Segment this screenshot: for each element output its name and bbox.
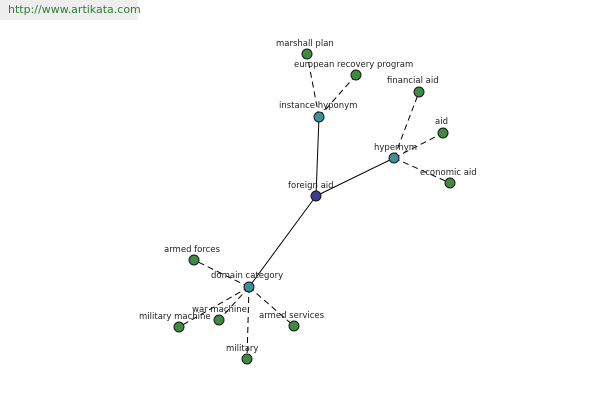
label-military-machine[interactable]: military machine: [139, 312, 211, 322]
label-economic-aid[interactable]: economic aid: [420, 168, 477, 178]
node-economic-aid[interactable]: [444, 177, 456, 189]
edge-hypernym-financial-aid: [393, 91, 420, 159]
node-instance-hyponym[interactable]: [313, 111, 325, 123]
edge-center-domain-category: [248, 195, 317, 288]
node-military-machine[interactable]: [173, 321, 185, 333]
label-marshall-plan[interactable]: marshall plan: [276, 39, 334, 49]
node-european-recovery-program[interactable]: [350, 69, 362, 81]
label-domain-category[interactable]: domain category: [211, 271, 283, 281]
node-aid[interactable]: [437, 127, 449, 139]
node-hypernym[interactable]: [388, 152, 400, 164]
edge-domain-armed-forces: [193, 259, 250, 288]
label-military[interactable]: military: [226, 344, 258, 354]
watermark-url[interactable]: http://www.artikata.com: [0, 0, 141, 20]
node-armed-forces[interactable]: [188, 254, 200, 266]
node-financial-aid[interactable]: [413, 86, 425, 98]
node-military[interactable]: [241, 353, 253, 365]
edge-center-instance-hyponym: [315, 116, 320, 197]
graph-labels: foreign aid instance hyponym hypernym do…: [139, 39, 477, 354]
label-european-recovery-program[interactable]: european recovery program: [294, 60, 413, 70]
edge-domain-military-machine: [178, 286, 250, 328]
edge-instance-marshall-plan: [306, 53, 320, 118]
edge-center-hypernym: [315, 157, 395, 197]
node-marshall-plan[interactable]: [301, 48, 313, 60]
node-armed-services[interactable]: [288, 320, 300, 332]
label-aid[interactable]: aid: [435, 117, 448, 127]
label-war-machine[interactable]: war machine: [192, 305, 247, 315]
edge-domain-military: [246, 286, 250, 360]
graph-nodes: [173, 48, 456, 365]
label-instance-hyponym[interactable]: instance hyponym: [279, 101, 357, 111]
label-foreign-aid[interactable]: foreign aid: [288, 181, 334, 191]
label-financial-aid[interactable]: financial aid: [387, 76, 439, 86]
node-foreign-aid[interactable]: [310, 190, 322, 202]
node-war-machine[interactable]: [213, 314, 225, 326]
edge-domain-war-machine: [218, 286, 250, 321]
node-domain-category[interactable]: [243, 281, 255, 293]
edge-hypernym-aid: [393, 132, 444, 159]
label-hypernym[interactable]: hypernym: [374, 143, 417, 153]
graph-edges: [178, 53, 451, 360]
label-armed-forces[interactable]: armed forces: [164, 245, 221, 255]
label-armed-services[interactable]: armed services: [259, 311, 325, 321]
edge-hypernym-economic-aid: [393, 157, 451, 184]
